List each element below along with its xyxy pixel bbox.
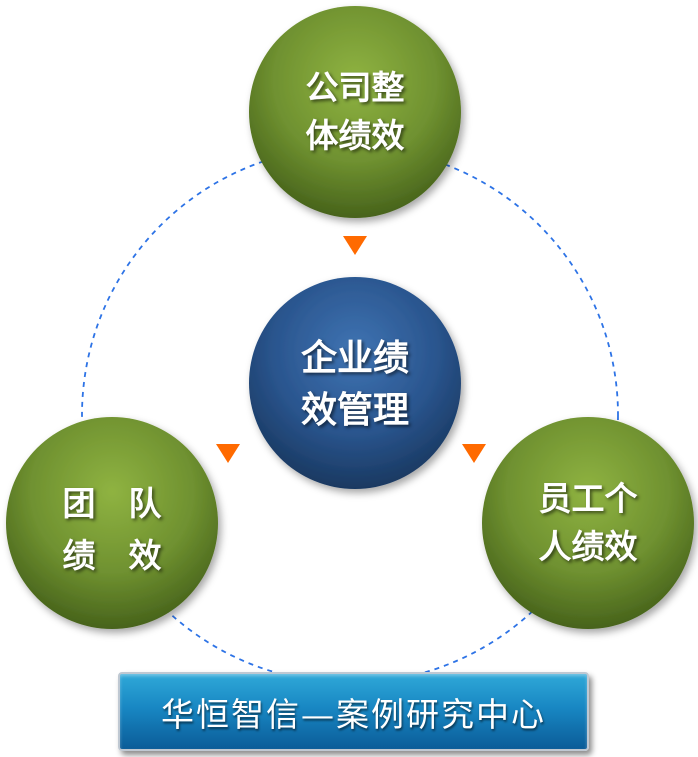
top-circle — [249, 6, 461, 218]
banner-text: 华恒智信—案例研究中心 — [161, 694, 546, 734]
center-circle — [249, 277, 461, 489]
center-node-line1: 企业绩 — [300, 338, 409, 379]
top-node-line2: 体绩效 — [305, 116, 405, 155]
down-arrow-icon — [343, 236, 367, 255]
right-node-line2: 人绩效 — [538, 527, 638, 566]
center-node-line2: 效管理 — [300, 390, 409, 431]
center-node-label: 企业绩 效管理 — [255, 333, 455, 437]
left-node-line2: 绩 效 — [62, 536, 162, 575]
top-node-label: 公司整 体绩效 — [255, 64, 455, 160]
down-arrow-icon — [216, 444, 240, 463]
right-circle — [482, 417, 694, 629]
right-node-label: 员工个 人绩效 — [488, 475, 688, 571]
left-node-line1: 团 队 — [62, 484, 162, 523]
left-circle — [6, 417, 218, 629]
left-node-label: 团 队 绩 效 — [12, 478, 212, 582]
research-center-banner: 华恒智信—案例研究中心 — [118, 672, 589, 751]
top-node-line1: 公司整 — [305, 68, 405, 107]
right-node-line1: 员工个 — [538, 479, 638, 518]
down-arrow-icon — [462, 444, 486, 463]
